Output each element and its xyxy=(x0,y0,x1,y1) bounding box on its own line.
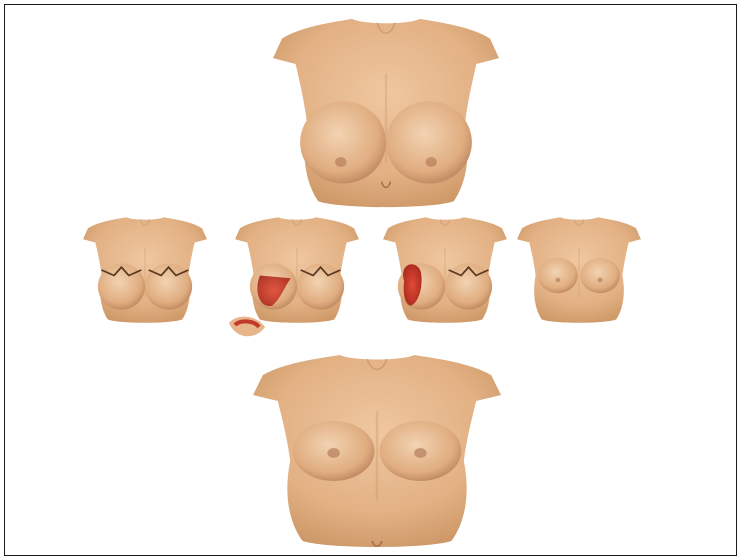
step-2-torso xyxy=(235,217,359,323)
postoperative-torso xyxy=(253,355,501,547)
step-4-torso xyxy=(517,217,641,323)
torso-illustration xyxy=(5,5,736,555)
figure-frame xyxy=(4,4,737,556)
step-1-torso xyxy=(83,217,207,323)
left-breast xyxy=(300,101,386,183)
step-3-torso xyxy=(383,217,507,323)
right-breast xyxy=(386,101,472,183)
preoperative-torso xyxy=(273,19,499,207)
excised-specimen xyxy=(229,317,265,337)
